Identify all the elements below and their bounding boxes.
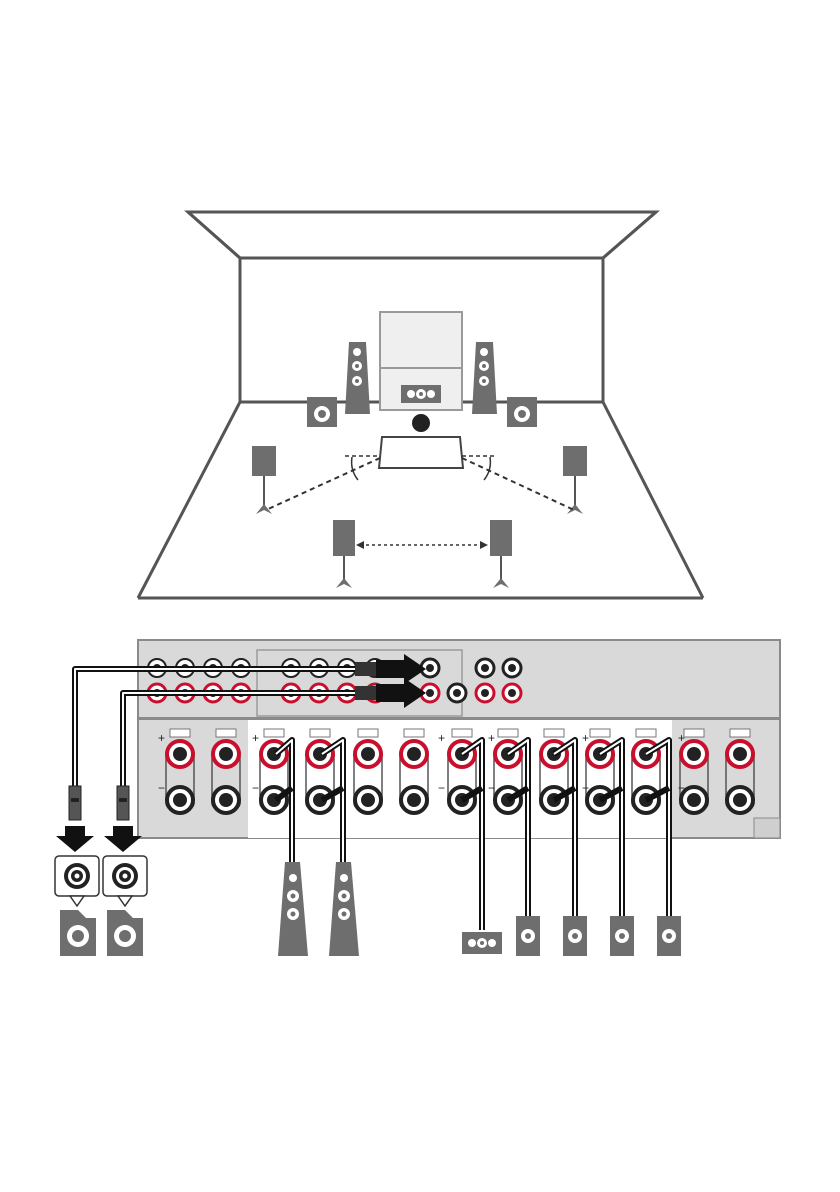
surround-right-speaker (563, 446, 587, 514)
plus-mark: + (678, 731, 685, 745)
surround-back-right-speaker-unit (657, 916, 681, 956)
subwoofer-unit-1 (60, 910, 96, 956)
minus-mark: − (158, 781, 165, 795)
rca-jack (503, 684, 521, 702)
subwoofer-left (307, 397, 337, 427)
minus-mark: − (582, 781, 589, 795)
listener (379, 414, 463, 468)
front-right-speaker (472, 342, 497, 414)
plus-mark: + (438, 731, 445, 745)
subwoofer-input-callout-1 (55, 856, 99, 906)
plus-mark: + (582, 731, 589, 745)
minus-mark: − (438, 781, 445, 795)
subwoofer-plug-2 (104, 786, 142, 852)
subwoofer-right (507, 397, 537, 427)
plus-mark: + (488, 731, 495, 745)
plus-mark: + (158, 731, 165, 745)
surround-left-speaker-unit (516, 916, 540, 956)
minus-mark: − (488, 781, 495, 795)
center-speaker-unit (462, 932, 502, 954)
rca-jack (476, 684, 494, 702)
subwoofer-unit-2 (107, 910, 143, 956)
rca-jack (476, 659, 494, 677)
minus-mark: − (252, 781, 259, 795)
front-left-speaker (345, 342, 370, 414)
plus-mark: + (252, 731, 259, 745)
center-speaker (401, 385, 441, 403)
subwoofer-input-callout-2 (103, 856, 147, 906)
rca-jack (503, 659, 521, 677)
surround-back-left-speaker (333, 520, 355, 588)
front-left-speaker-unit (278, 862, 308, 956)
front-right-speaker-unit (329, 862, 359, 956)
placement-angle-lines (266, 456, 574, 549)
surround-right-speaker-unit (563, 916, 587, 956)
surround-left-speaker (252, 446, 276, 514)
minus-mark: − (678, 781, 685, 795)
surround-back-left-speaker-unit (610, 916, 634, 956)
surround-back-right-speaker (490, 520, 512, 588)
subwoofer-plug-1 (56, 786, 94, 852)
rca-jack (448, 684, 466, 702)
